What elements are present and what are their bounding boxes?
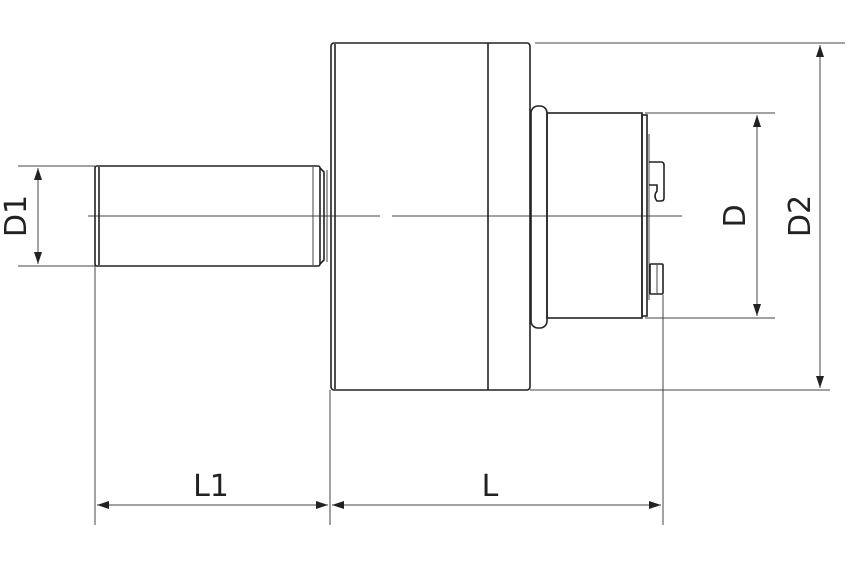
flange-ring: [530, 105, 548, 329]
label-d: D: [718, 204, 753, 227]
dimension-l: L: [332, 469, 661, 509]
dimension-d2: D2: [783, 45, 824, 388]
body: [330, 42, 531, 391]
dimension-l1: L1: [97, 469, 328, 509]
label-l1: L1: [193, 469, 229, 504]
extension-lines: [18, 42, 845, 525]
label-d1: D1: [0, 195, 34, 237]
clamp-parts: [649, 161, 665, 295]
label-d2: D2: [783, 195, 818, 237]
shank: [94, 165, 328, 267]
label-l: L: [482, 469, 499, 504]
dimension-d: D: [718, 115, 761, 316]
dimension-d1: D1: [0, 168, 42, 264]
